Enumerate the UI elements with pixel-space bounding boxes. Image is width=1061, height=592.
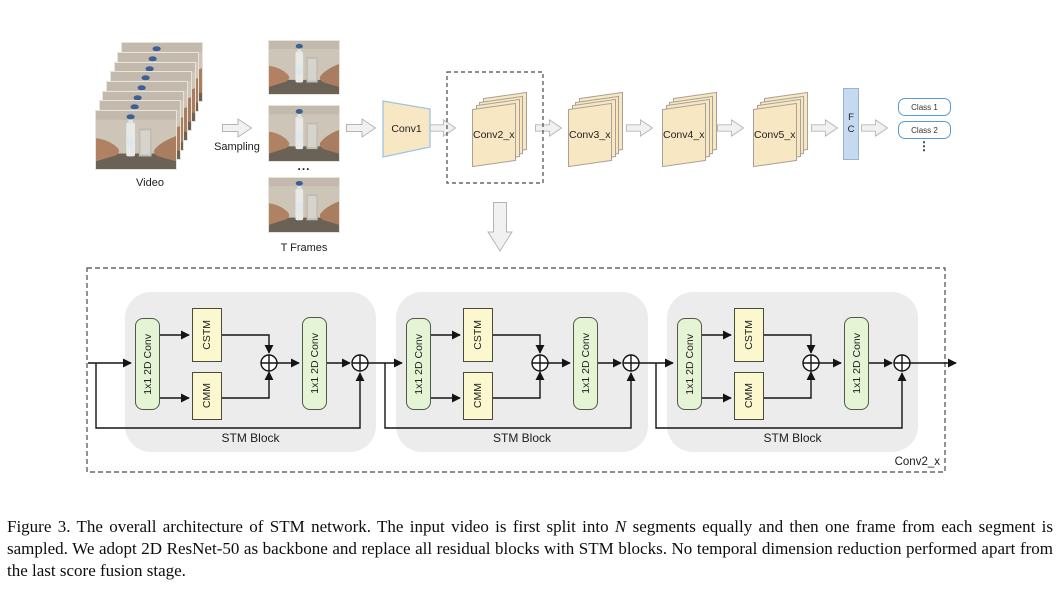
- conv-sheet-front: Conv3_x: [568, 102, 612, 168]
- stm1-label: STM Block: [221, 431, 280, 445]
- video-label: Video: [136, 177, 164, 189]
- conv-sheet-front: Conv4_x: [662, 102, 706, 168]
- sampled-frame-2: [268, 105, 340, 162]
- stm-container-label: Conv2_x: [894, 456, 940, 468]
- class1-chip: Class 1: [898, 98, 951, 116]
- stm3-conv-out-block: 1x1 2D Conv: [844, 317, 869, 410]
- figure-caption: Figure 3. The overall architecture of ST…: [7, 516, 1053, 582]
- conv-sheet-front: Conv2_x: [472, 102, 516, 168]
- class2-chip: Class 2: [898, 121, 951, 139]
- t-frames-label: T Frames: [280, 242, 328, 254]
- stm1-cstm-block: CSTM: [192, 308, 222, 362]
- sampled-frame-1: [268, 40, 340, 95]
- expand-down-arrow-icon: [487, 202, 513, 252]
- fc-to-classes-arrow-icon: [861, 119, 888, 137]
- conv2-to-conv3-arrow-icon: [535, 119, 562, 137]
- conv1-label: Conv1: [391, 123, 422, 135]
- conv4x-label: Conv4_x: [663, 129, 705, 142]
- stm3-cmm-block: CMM: [734, 372, 764, 420]
- frames-ellipsis: ...: [297, 159, 311, 173]
- stm1-conv-in-label: 1x1 2D Conv: [141, 333, 154, 395]
- stm3-conv-in-label: 1x1 2D Conv: [683, 333, 696, 395]
- conv3x-label: Conv3_x: [569, 129, 611, 142]
- caption-math-n: N: [614, 517, 627, 536]
- stm-container-dashed-box: [86, 267, 946, 473]
- conv5x-stack: Conv5_x: [753, 91, 808, 168]
- stm1-conv-out-block: 1x1 2D Conv: [302, 317, 327, 410]
- figure-3: Video Sampling ... T Frames Conv1 Conv2_…: [86, 40, 957, 473]
- stm1-conv-out-label: 1x1 2D Conv: [308, 333, 321, 394]
- stm3-conv-in-block: 1x1 2D Conv: [677, 318, 702, 410]
- fc-label-c: C: [847, 124, 855, 135]
- stm3-cstm-label: CSTM: [743, 320, 755, 350]
- conv3x-stack: Conv3_x: [568, 91, 623, 168]
- stm2-conv-out-block: 1x1 2D Conv: [573, 317, 598, 410]
- stm1-cmm-block: CMM: [192, 372, 222, 420]
- stm3-label: STM Block: [763, 431, 822, 445]
- conv4-to-conv5-arrow-icon: [717, 119, 744, 137]
- conv2x-dashed-box: [446, 71, 544, 184]
- classes-ellipsis: ⋮: [918, 139, 930, 153]
- video-frame-stack: [95, 42, 203, 170]
- conv2x-label: Conv2_x: [473, 129, 515, 142]
- video-frame: [95, 110, 177, 170]
- conv5x-label: Conv5_x: [754, 129, 796, 142]
- stm3-conv-out-label: 1x1 2D Conv: [850, 333, 863, 394]
- conv5-to-fc-arrow-icon: [811, 119, 838, 137]
- conv4x-stack: Conv4_x: [662, 91, 717, 168]
- stm-block-3-connectors: [639, 330, 957, 429]
- fc-block: F C: [843, 88, 859, 160]
- caption-text-part2: segments equally and then one frame from…: [7, 517, 1053, 581]
- stm-block-2-connectors: [368, 330, 636, 429]
- sum-nodes: [260, 354, 911, 372]
- stm2-label: STM Block: [492, 431, 551, 445]
- stm3-cmm-label: CMM: [743, 383, 755, 409]
- stm1-conv-in-block: 1x1 2D Conv: [135, 318, 160, 410]
- stm1-cstm-label: CSTM: [201, 320, 213, 350]
- stm2-cmm-label: CMM: [472, 383, 484, 409]
- stm-block-1-connectors: [88, 330, 365, 429]
- stm2-conv-in-block: 1x1 2D Conv: [406, 318, 431, 410]
- conv3-to-conv4-arrow-icon: [626, 119, 653, 137]
- frames-to-conv1-arrow-icon: [346, 118, 376, 138]
- stm3-cstm-block: CSTM: [734, 308, 764, 362]
- conv1-block-shape: [382, 100, 431, 158]
- sampling-arrow-icon: [222, 118, 252, 138]
- stm2-conv-in-label: 1x1 2D Conv: [412, 333, 425, 395]
- conv1-to-conv2-arrow-icon: [429, 119, 456, 137]
- caption-text-part1: Figure 3. The overall architecture of ST…: [7, 517, 615, 536]
- conv2x-stack: Conv2_x: [472, 91, 527, 168]
- stm2-cmm-block: CMM: [463, 372, 493, 420]
- conv-sheet-front: Conv5_x: [753, 102, 797, 168]
- stm2-conv-out-label: 1x1 2D Conv: [579, 333, 592, 394]
- stm1-cmm-label: CMM: [201, 383, 213, 409]
- sampled-frame-3: [268, 177, 340, 233]
- stm2-cstm-label: CSTM: [472, 320, 484, 350]
- stm2-cstm-block: CSTM: [463, 308, 493, 362]
- sampling-label: Sampling: [214, 141, 260, 153]
- fc-label-f: F: [848, 112, 854, 124]
